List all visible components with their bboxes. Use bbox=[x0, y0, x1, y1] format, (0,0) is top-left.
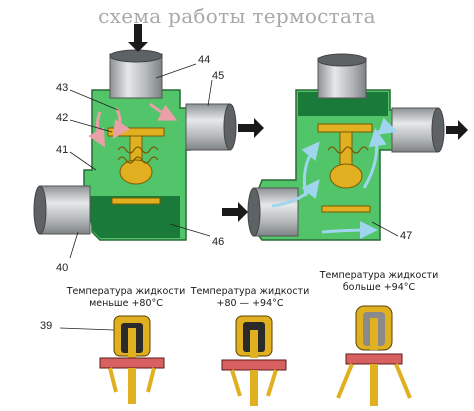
flow-arrow-out-right-2 bbox=[446, 120, 468, 140]
callout-43: 43 bbox=[56, 82, 69, 94]
caption-hot-line1: Температура жидкости bbox=[319, 270, 439, 281]
callout-lines bbox=[59, 63, 399, 331]
thermostat-open bbox=[222, 53, 468, 241]
caption-cold-line2: меньше +80°С bbox=[89, 298, 163, 309]
callout-42: 42 bbox=[56, 112, 69, 124]
coolant-lower-left bbox=[86, 196, 180, 238]
outlet-pipe-right bbox=[185, 103, 231, 151]
wax-element-right bbox=[329, 163, 363, 189]
caption-cold-line1: Температура жидкости bbox=[66, 286, 186, 297]
caption-hot: Температура жидкости больше +94°С bbox=[304, 270, 454, 294]
callout-45: 45 bbox=[212, 70, 225, 82]
caption-cold: Температура жидкости меньше +80°С bbox=[52, 286, 200, 310]
capsule-hot bbox=[336, 305, 412, 406]
callout-40: 40 bbox=[56, 262, 69, 274]
wax-element-left bbox=[119, 159, 153, 185]
flow-arrow-in-left bbox=[222, 202, 248, 222]
bypass-valve-left bbox=[111, 197, 161, 205]
callout-39: 39 bbox=[40, 320, 53, 332]
capsule-warm bbox=[221, 315, 287, 406]
callout-46: 46 bbox=[212, 236, 225, 248]
thermostat-closed bbox=[33, 24, 264, 241]
caption-warm: Температура жидкости +80 — +94°С bbox=[176, 286, 324, 310]
flow-arrow-out-right bbox=[238, 118, 264, 138]
callout-44: 44 bbox=[198, 54, 211, 66]
caption-warm-line2: +80 — +94°С bbox=[216, 298, 284, 309]
callout-47: 47 bbox=[400, 230, 413, 242]
bypass-valve-right bbox=[321, 205, 371, 213]
inlet-pipe-left bbox=[39, 185, 91, 235]
inlet-pipe-left-2 bbox=[253, 187, 299, 237]
diagram-title: схема работы термостата bbox=[98, 4, 376, 28]
caption-warm-line1: Температура жидкости bbox=[190, 286, 310, 297]
callout-41: 41 bbox=[56, 144, 69, 156]
caption-hot-line2: больше +94°С bbox=[342, 282, 416, 293]
main-valve-right bbox=[317, 123, 373, 133]
outlet-pipe-right-2 bbox=[391, 107, 439, 153]
flow-arrow-in-top bbox=[128, 24, 148, 52]
capsule-cold bbox=[99, 315, 165, 404]
